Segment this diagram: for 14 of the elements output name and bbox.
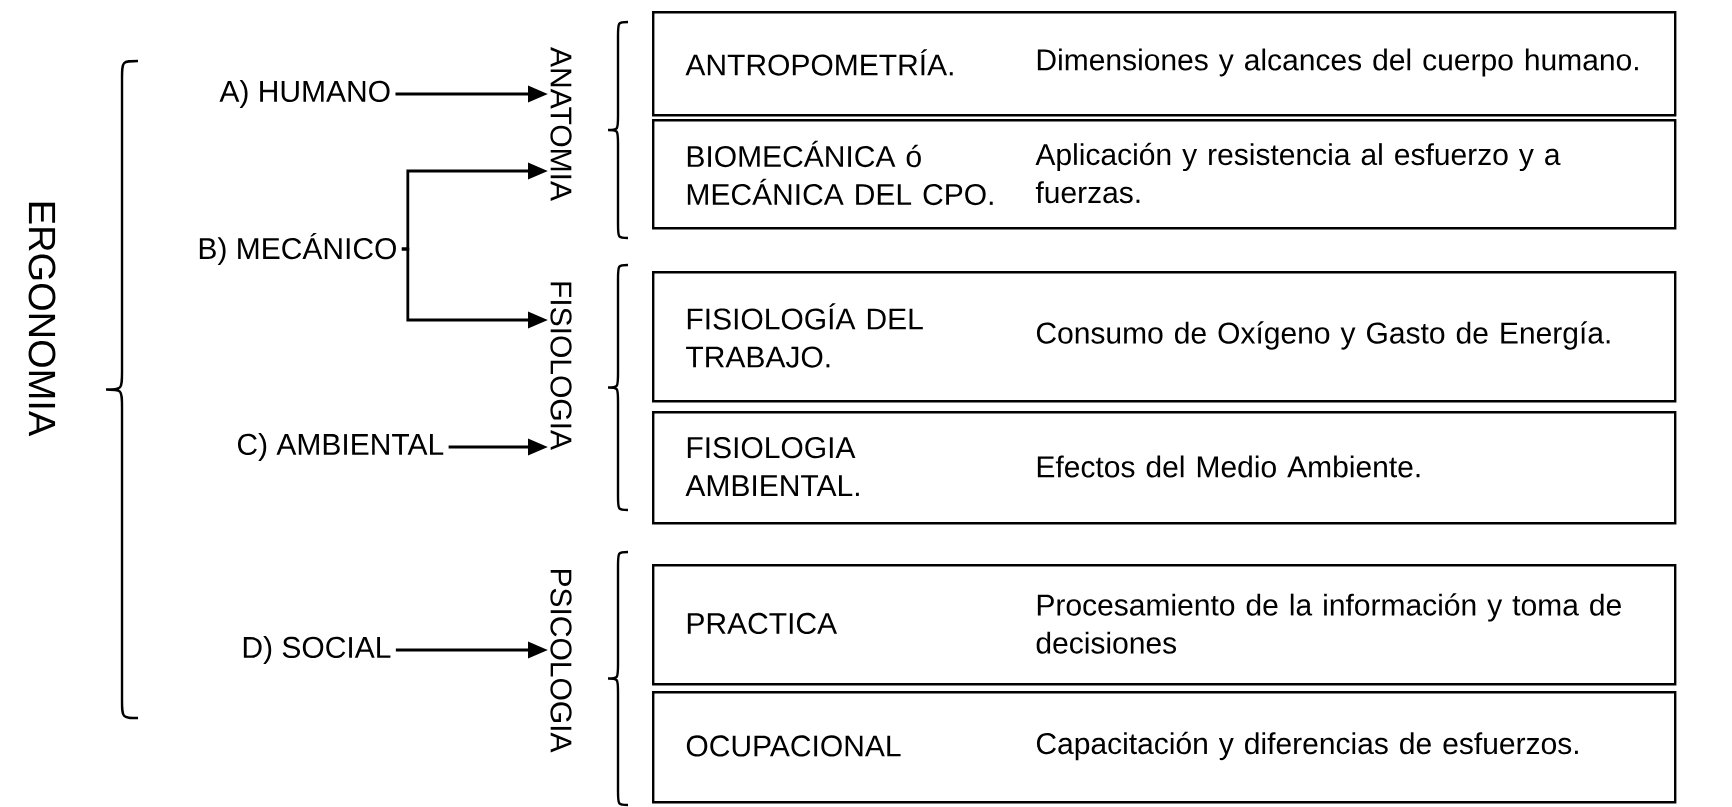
category-label: C) AMBIENTAL <box>237 433 444 461</box>
category-label: B) MECÁNICO <box>199 232 396 266</box>
category-label: D) SOCIAL <box>243 636 391 664</box>
description-box: OCUPACIONAL Capacitación y diferencias de esfuerzos. <box>652 691 1677 804</box>
category-label: A) HUMANO <box>219 80 390 108</box>
description-box: ANTROPOMETRÍA. Dimensiones y alcances del cuerpo humano. <box>652 11 1677 117</box>
description-box: PRACTICA Procesamiento de la información y toma de decisiones <box>652 564 1677 686</box>
description-box: FISIOLOGÍA DEL TRABAJO. Consumo de Oxígeno y Gasto de Energía. <box>652 271 1677 403</box>
description-box: BIOMECÁNICA ó MECÁNICA DEL CPO. Aplicación y resistencia al esfuerzo y a fuerzas. <box>652 119 1677 230</box>
vertical-label: FISIOLOGIA <box>550 282 572 450</box>
description-box: FISIOLOGIA AMBIENTAL. Efectos del Medio Ambiente. <box>652 411 1677 525</box>
vertical-title: ERGONOMIA <box>28 202 56 437</box>
vertical-label: ANATOMIA <box>550 47 572 201</box>
vertical-label: PSICOLOGIA <box>550 569 572 753</box>
